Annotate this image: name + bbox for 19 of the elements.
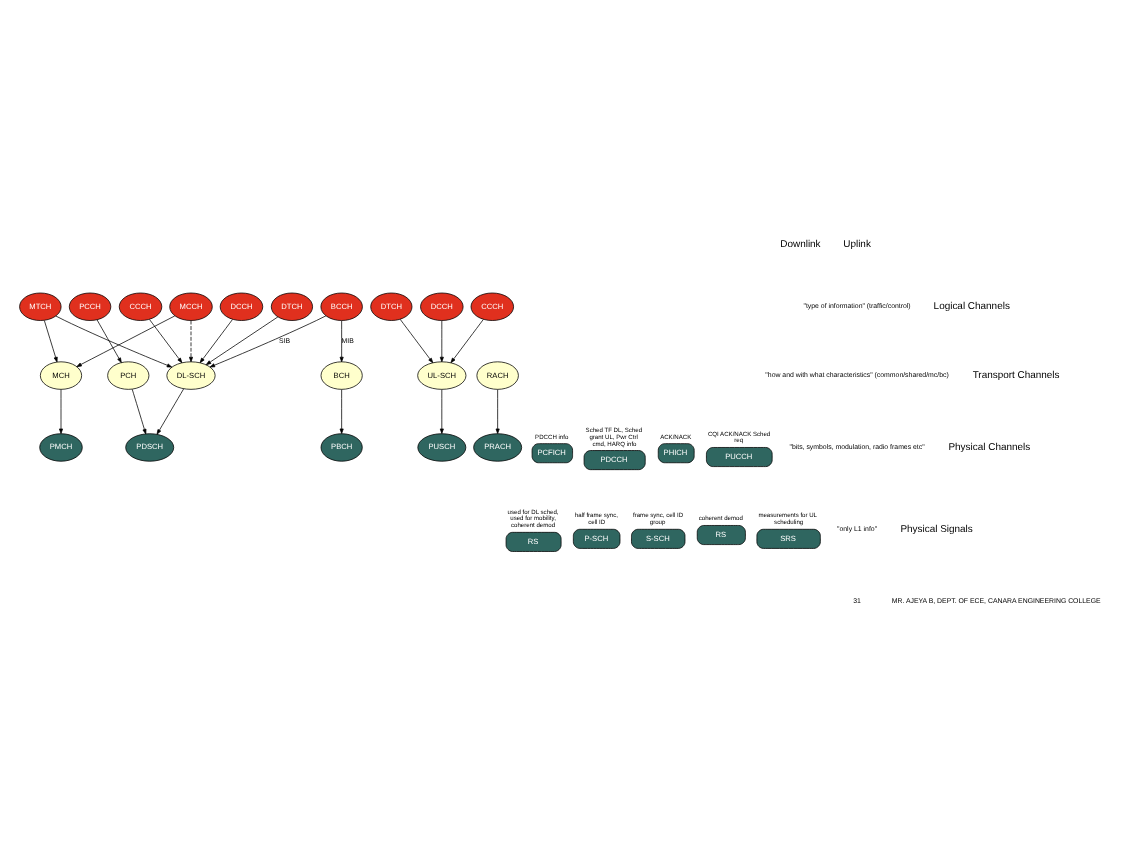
arrow <box>339 319 344 362</box>
arrow <box>189 319 193 362</box>
arrow <box>43 319 58 362</box>
arrow <box>149 318 183 363</box>
arrow <box>450 318 484 363</box>
arrow <box>209 314 327 367</box>
arrow <box>96 318 122 362</box>
arrow <box>199 318 233 363</box>
arrow <box>399 317 434 363</box>
arrow <box>439 319 444 362</box>
arrow <box>76 314 176 367</box>
arrow <box>339 388 344 433</box>
arrow <box>55 314 173 367</box>
arrow <box>495 388 500 433</box>
arrow <box>131 387 147 434</box>
arrow <box>156 387 184 434</box>
arrow <box>205 315 279 365</box>
arrow <box>59 388 63 433</box>
arrow <box>439 388 444 433</box>
